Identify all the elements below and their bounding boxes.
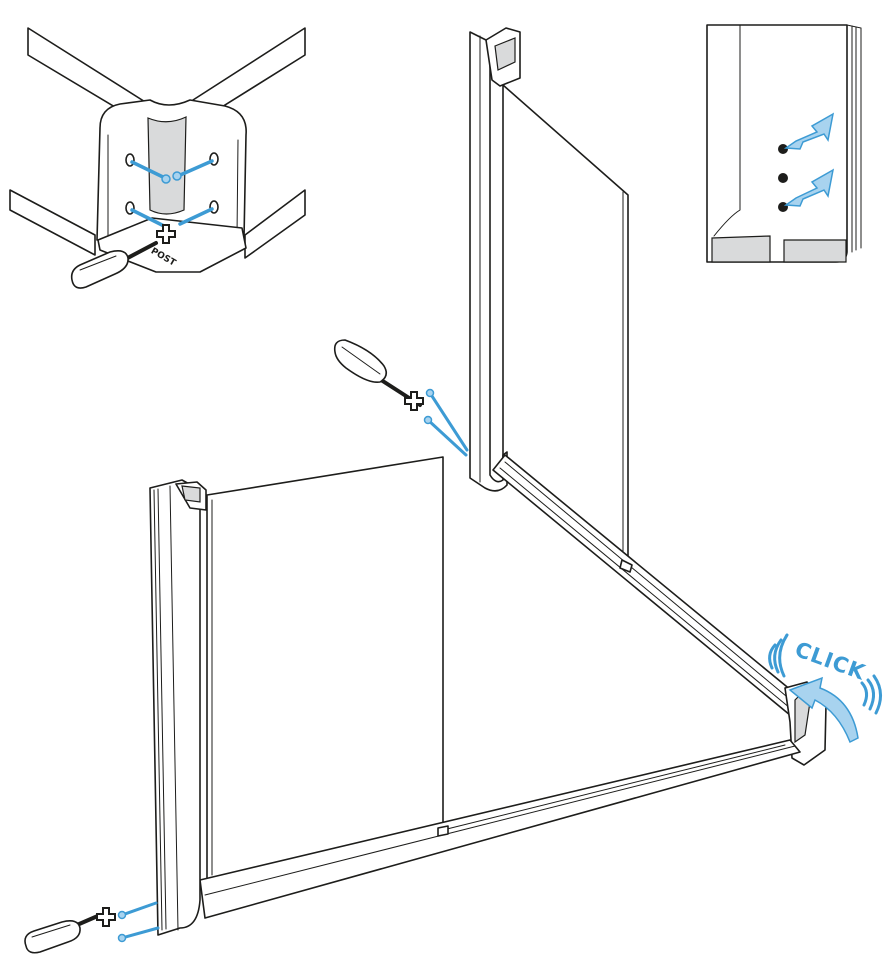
fixing-tools-bottom (24, 901, 160, 954)
click-label: CLICK (792, 637, 869, 685)
screwdriver-icon (333, 339, 422, 407)
fixing-tools-middle (333, 339, 469, 457)
phillips-screw-icon (96, 907, 116, 927)
sound-wave-icon (768, 633, 882, 715)
inset-profile-detail (706, 24, 862, 263)
arrow-icon (783, 112, 835, 207)
phillips-screw-icon (156, 224, 176, 244)
arrow-icon (788, 676, 859, 744)
inset-corner-post-detail: POST (9, 27, 306, 289)
screwdriver-icon (70, 241, 158, 289)
phillips-screw-icon (404, 391, 424, 411)
screwdriver-icon (24, 913, 102, 954)
enclosure-assembly (149, 27, 827, 936)
